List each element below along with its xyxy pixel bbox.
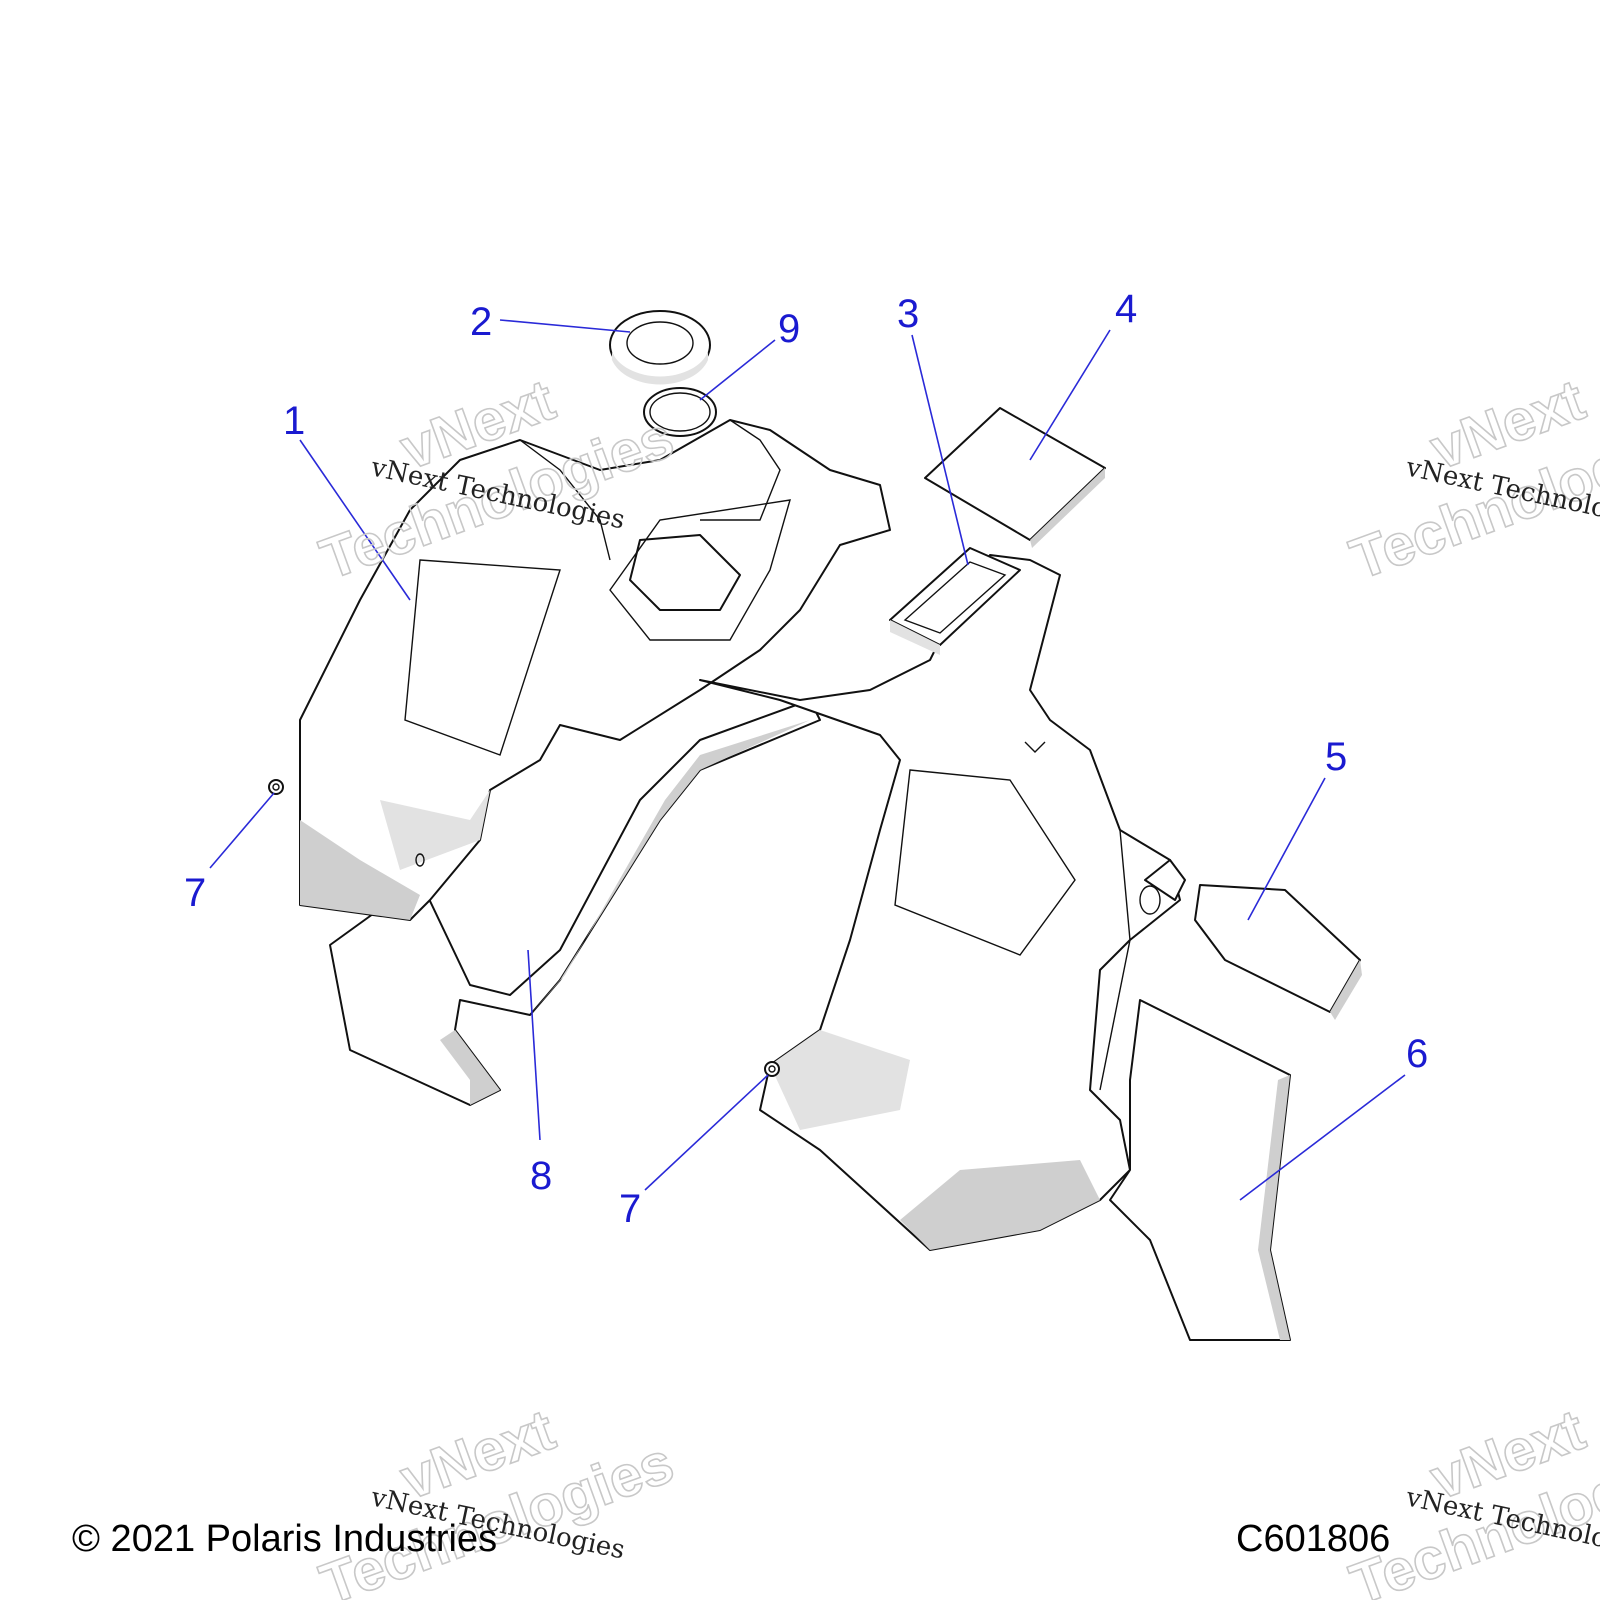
part-8-lower-panel xyxy=(329,699,821,1106)
callout-numbers: 1 2 3 4 5 6 7 7 8 9 xyxy=(184,287,1428,1231)
leader-1 xyxy=(299,439,411,601)
leader-7b xyxy=(644,1074,769,1191)
callout-2: 2 xyxy=(470,300,492,344)
leader-9 xyxy=(699,339,776,401)
leader-lines xyxy=(209,319,1406,1201)
leader-5 xyxy=(1247,777,1326,921)
leader-8 xyxy=(527,949,541,1141)
callout-9: 9 xyxy=(778,307,800,351)
watermark-bottom-right: vNext Technologies vNext Technologies xyxy=(1341,1396,1600,1600)
callout-8: 8 xyxy=(530,1154,552,1198)
part-3-grommet xyxy=(889,547,1021,655)
part-7-fastener-left xyxy=(268,779,284,795)
part-6-rear-panel xyxy=(1109,999,1291,1341)
callout-7a: 7 xyxy=(184,871,206,915)
watermark-top-right: vNext Technologies vNext Technologies xyxy=(1341,366,1600,593)
copyright-text: © 2021 Polaris Industries xyxy=(72,1518,498,1560)
leader-7a xyxy=(209,792,275,869)
leader-3 xyxy=(911,334,969,566)
part-5-pad xyxy=(1194,884,1362,1020)
leader-2 xyxy=(499,319,631,333)
leader-4 xyxy=(1029,329,1111,461)
callout-5: 5 xyxy=(1325,735,1347,779)
watermark-bottom-left: vNext Technologies vNext Technologies xyxy=(311,1396,682,1600)
callout-3: 3 xyxy=(897,292,919,336)
leader-6 xyxy=(1239,1074,1406,1201)
part-9-o-ring xyxy=(643,387,717,437)
part-4-pad xyxy=(924,407,1106,548)
callout-4: 4 xyxy=(1115,287,1137,331)
callout-1: 1 xyxy=(283,399,305,443)
part-right-shroud xyxy=(699,554,1186,1251)
part-2-cap-ring xyxy=(609,310,711,385)
diagram-code: C601806 xyxy=(1236,1518,1391,1560)
part-7-fastener-center xyxy=(764,1061,780,1077)
callout-7b: 7 xyxy=(619,1187,641,1231)
callout-6: 6 xyxy=(1406,1032,1428,1076)
part-1-main-shroud xyxy=(299,419,891,921)
